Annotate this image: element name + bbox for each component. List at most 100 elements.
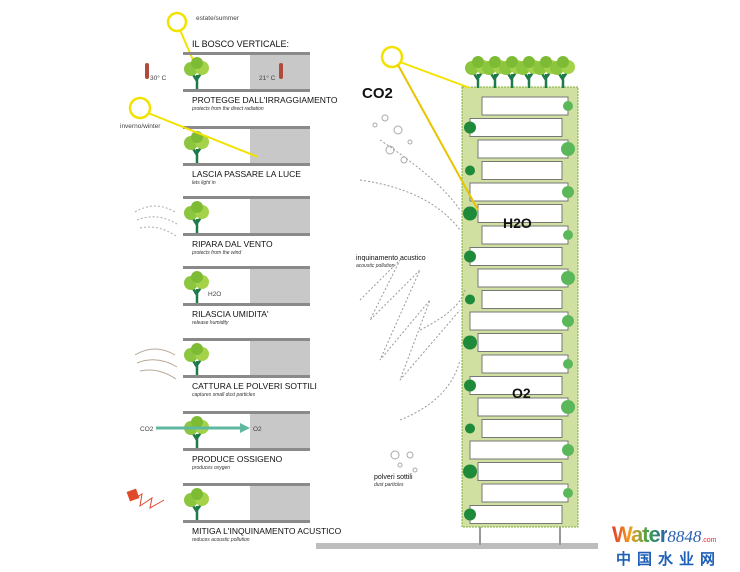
tower-floor — [481, 483, 569, 503]
sun-summer-icon — [166, 11, 188, 33]
wind-lines-icon — [134, 205, 178, 237]
panel-label: RILASCIA UMIDITA' — [192, 309, 269, 319]
panel-slab-top — [183, 196, 310, 199]
noise-label: inquinamento acustico — [356, 255, 426, 262]
balcony-tree — [562, 186, 574, 198]
airflow-paths — [359, 139, 466, 421]
tower-floor — [469, 505, 563, 524]
balcony-tree — [463, 206, 477, 221]
tower-floor — [477, 462, 563, 481]
watermark-brand: Water — [612, 522, 668, 547]
particle-bubble — [372, 122, 378, 128]
balcony-tree — [562, 315, 574, 327]
noise-sub: acoustic pollution — [356, 263, 395, 269]
balcony-tree — [562, 444, 574, 456]
tower-floor — [477, 204, 563, 223]
diagram-title: IL BOSCO VERTICALE: — [192, 39, 289, 49]
sun-ray — [397, 64, 479, 211]
panel-label: RIPARA DAL VENTO — [192, 239, 273, 249]
season-winter-label: inverno/winter — [120, 123, 161, 130]
tower-floor — [469, 311, 569, 331]
particle-bubble — [390, 450, 400, 460]
panel-sublabel: protects from the direct radiation — [191, 106, 264, 112]
tower-floor — [469, 182, 569, 202]
megaphone-icon — [126, 488, 140, 502]
panel-h2o-label: H2O — [208, 291, 221, 298]
tower-floor — [477, 268, 569, 288]
thermometer-outside-icon — [145, 63, 149, 79]
tower-floor — [481, 290, 563, 309]
panel-slab-bottom — [183, 233, 310, 236]
panel-label: PROTEGGE DALL'IRRAGGIAMENTO — [192, 95, 338, 105]
panel-slab-bottom — [183, 89, 310, 92]
panel-interior — [250, 198, 310, 234]
tower-floor — [469, 247, 563, 266]
panel-4: RILASCIA UMIDITA'release humidity — [182, 266, 310, 326]
tower-floor — [481, 419, 563, 438]
panel-slab-bottom — [183, 448, 310, 451]
panel-slab-top — [183, 411, 310, 414]
balcony-tree — [563, 101, 573, 111]
panel-sublabel: reduces acoustic pollution — [192, 537, 250, 543]
dust-lines-icon — [134, 348, 178, 380]
balcony-tree — [563, 488, 573, 498]
noise-icon — [131, 493, 165, 509]
tower-floor — [469, 440, 569, 460]
panel-label: LASCIA PASSARE LA LUCE — [192, 169, 301, 179]
arrow-head-icon — [240, 423, 250, 433]
tree-icon — [182, 486, 211, 522]
panel-slab-top — [183, 266, 310, 269]
panel-label: PRODUCE OSSIGENO — [192, 454, 283, 464]
dust-sub: dust particles — [374, 482, 404, 488]
panel-interior — [250, 485, 310, 521]
sun-tower-icon — [380, 45, 404, 69]
tree-icon — [182, 269, 211, 305]
panel-sublabel: lets light in — [192, 180, 216, 186]
balcony-tree — [561, 142, 575, 156]
balcony-tree — [463, 464, 477, 479]
thermometer-inside-icon — [279, 63, 283, 79]
tower-co2-label: CO2 — [362, 85, 393, 102]
sun-ray — [399, 61, 471, 89]
tree-icon — [182, 414, 211, 450]
temp-outside: 30° C — [150, 74, 167, 82]
panel-interior — [250, 268, 310, 304]
panel-co2-label: CO2 — [140, 426, 154, 433]
particle-bubble — [393, 125, 403, 135]
balcony-tree — [561, 400, 575, 414]
ground — [316, 543, 598, 549]
tower-floor — [481, 354, 569, 374]
dust-label: polveri sottili — [374, 474, 413, 481]
tower-floor — [469, 118, 563, 137]
tower-h2o-label: H2O — [503, 215, 532, 231]
particle-bubble — [406, 451, 414, 459]
balcony-tree — [464, 508, 476, 521]
panel-interior — [250, 413, 310, 449]
panel-slab-bottom — [183, 375, 310, 378]
panel-slab-top — [183, 338, 310, 341]
tower-floor — [481, 96, 569, 116]
noise-path — [359, 259, 461, 381]
balcony-tree — [465, 423, 475, 434]
watermark-domain: .com — [701, 537, 717, 544]
panel-label: CATTURA LE POLVERI SOTTILI — [192, 381, 317, 391]
watermark-number: 8848 — [667, 527, 702, 546]
panel-slab-top — [183, 126, 310, 129]
tree-icon — [182, 199, 211, 235]
tower — [461, 54, 579, 545]
panel-slab-bottom — [183, 163, 310, 166]
balcony-tree — [465, 294, 475, 305]
particle-bubble — [400, 156, 408, 164]
balcony-tree — [464, 121, 476, 134]
balcony-tree — [464, 379, 476, 392]
tree-icon — [182, 341, 211, 377]
panel-slab-top — [183, 483, 310, 486]
season-summer-label: estate/summer — [196, 15, 240, 22]
